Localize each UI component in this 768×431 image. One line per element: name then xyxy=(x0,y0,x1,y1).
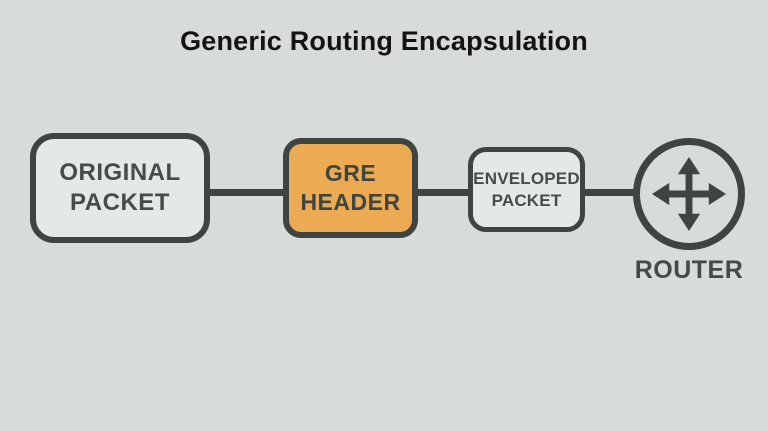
gre-header-node: GRE HEADER xyxy=(283,138,418,238)
gre-header-label-line2: HEADER xyxy=(300,189,401,215)
enveloped-packet-label-line2: PACKET xyxy=(491,190,562,210)
router-node xyxy=(633,138,745,250)
connector-enveloped-to-router xyxy=(581,189,640,196)
diagram-title: Generic Routing Encapsulation xyxy=(180,26,588,56)
original-packet-label-line1: ORIGINAL xyxy=(59,159,181,186)
four-direction-arrows-icon xyxy=(652,157,726,231)
enveloped-packet-label-line1: ENVELOPED xyxy=(473,169,580,189)
gre-header-label-line1: GRE xyxy=(324,160,377,187)
connector-gre-to-enveloped xyxy=(414,189,472,196)
original-packet-node: ORIGINAL PACKET xyxy=(30,133,210,243)
connector-original-to-gre xyxy=(205,189,287,196)
original-packet-label-line2: PACKET xyxy=(70,189,170,216)
router-label: ROUTER xyxy=(634,256,744,284)
enveloped-packet-node: ENVELOPED PACKET xyxy=(468,147,585,232)
